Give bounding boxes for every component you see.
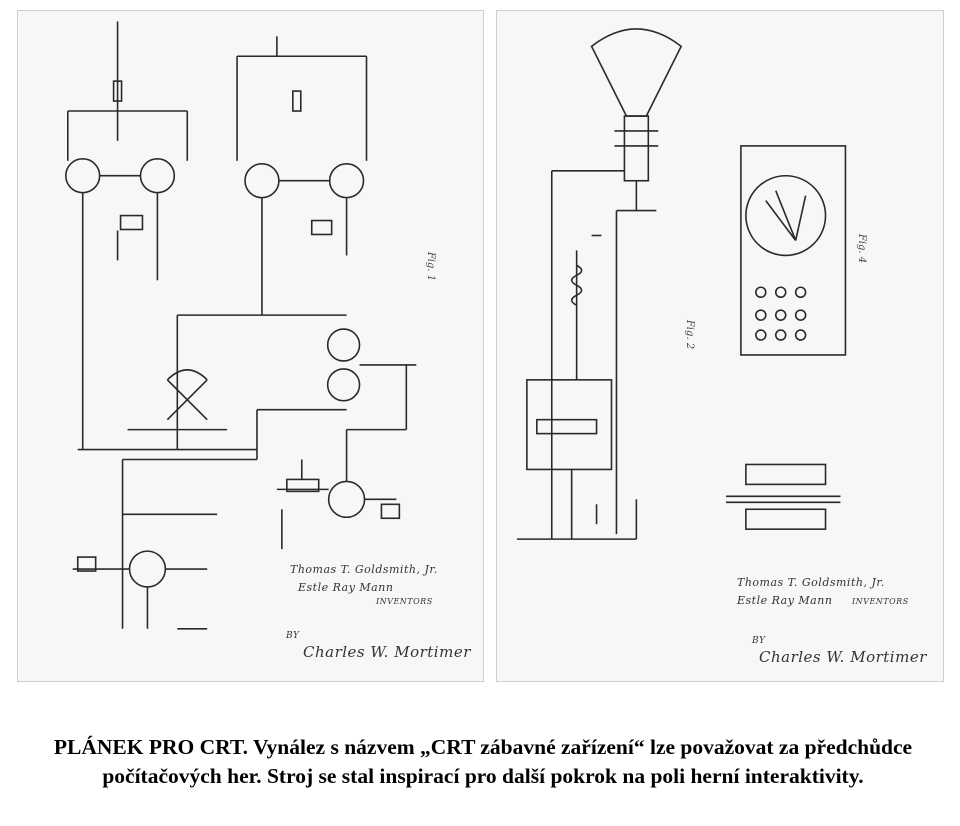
signature-inventor-name: Thomas T. Goldsmith, Jr. (290, 563, 438, 576)
signature-inventors-label: INVENTORS (852, 597, 909, 606)
signature-by-label: BY (752, 636, 766, 646)
signature-by-label: BY (286, 631, 300, 641)
signature-inventor-name-2: Estle Ray Mann (298, 581, 394, 594)
patent-sheet-left: Fig. 1 Thomas T. Goldsmith, Jr. Estle Ra… (17, 10, 484, 682)
signature-inventor-name-2: Estle Ray Mann (737, 594, 833, 607)
patent-sheet-right: Fig. 2 Fig. 4 Thomas T. Goldsmith, Jr. E… (496, 10, 944, 682)
signature-attorney: Charles W. Mortimer (759, 648, 927, 666)
signature-inventors-label: INVENTORS (376, 597, 433, 606)
figure-label-1: Fig. 1 (425, 251, 437, 282)
circuit-diagram-right (516, 28, 847, 540)
figure-caption: PLÁNEK PRO CRT. Vynález s názvem „CRT zá… (53, 735, 913, 788)
signature-inventor-name: Thomas T. Goldsmith, Jr. (737, 576, 885, 589)
circuit-diagram-left (64, 21, 417, 630)
figure-label-2: Fig. 2 (684, 319, 696, 350)
signature-attorney: Charles W. Mortimer (303, 643, 471, 661)
figure-label-4: Fig. 4 (856, 233, 868, 264)
